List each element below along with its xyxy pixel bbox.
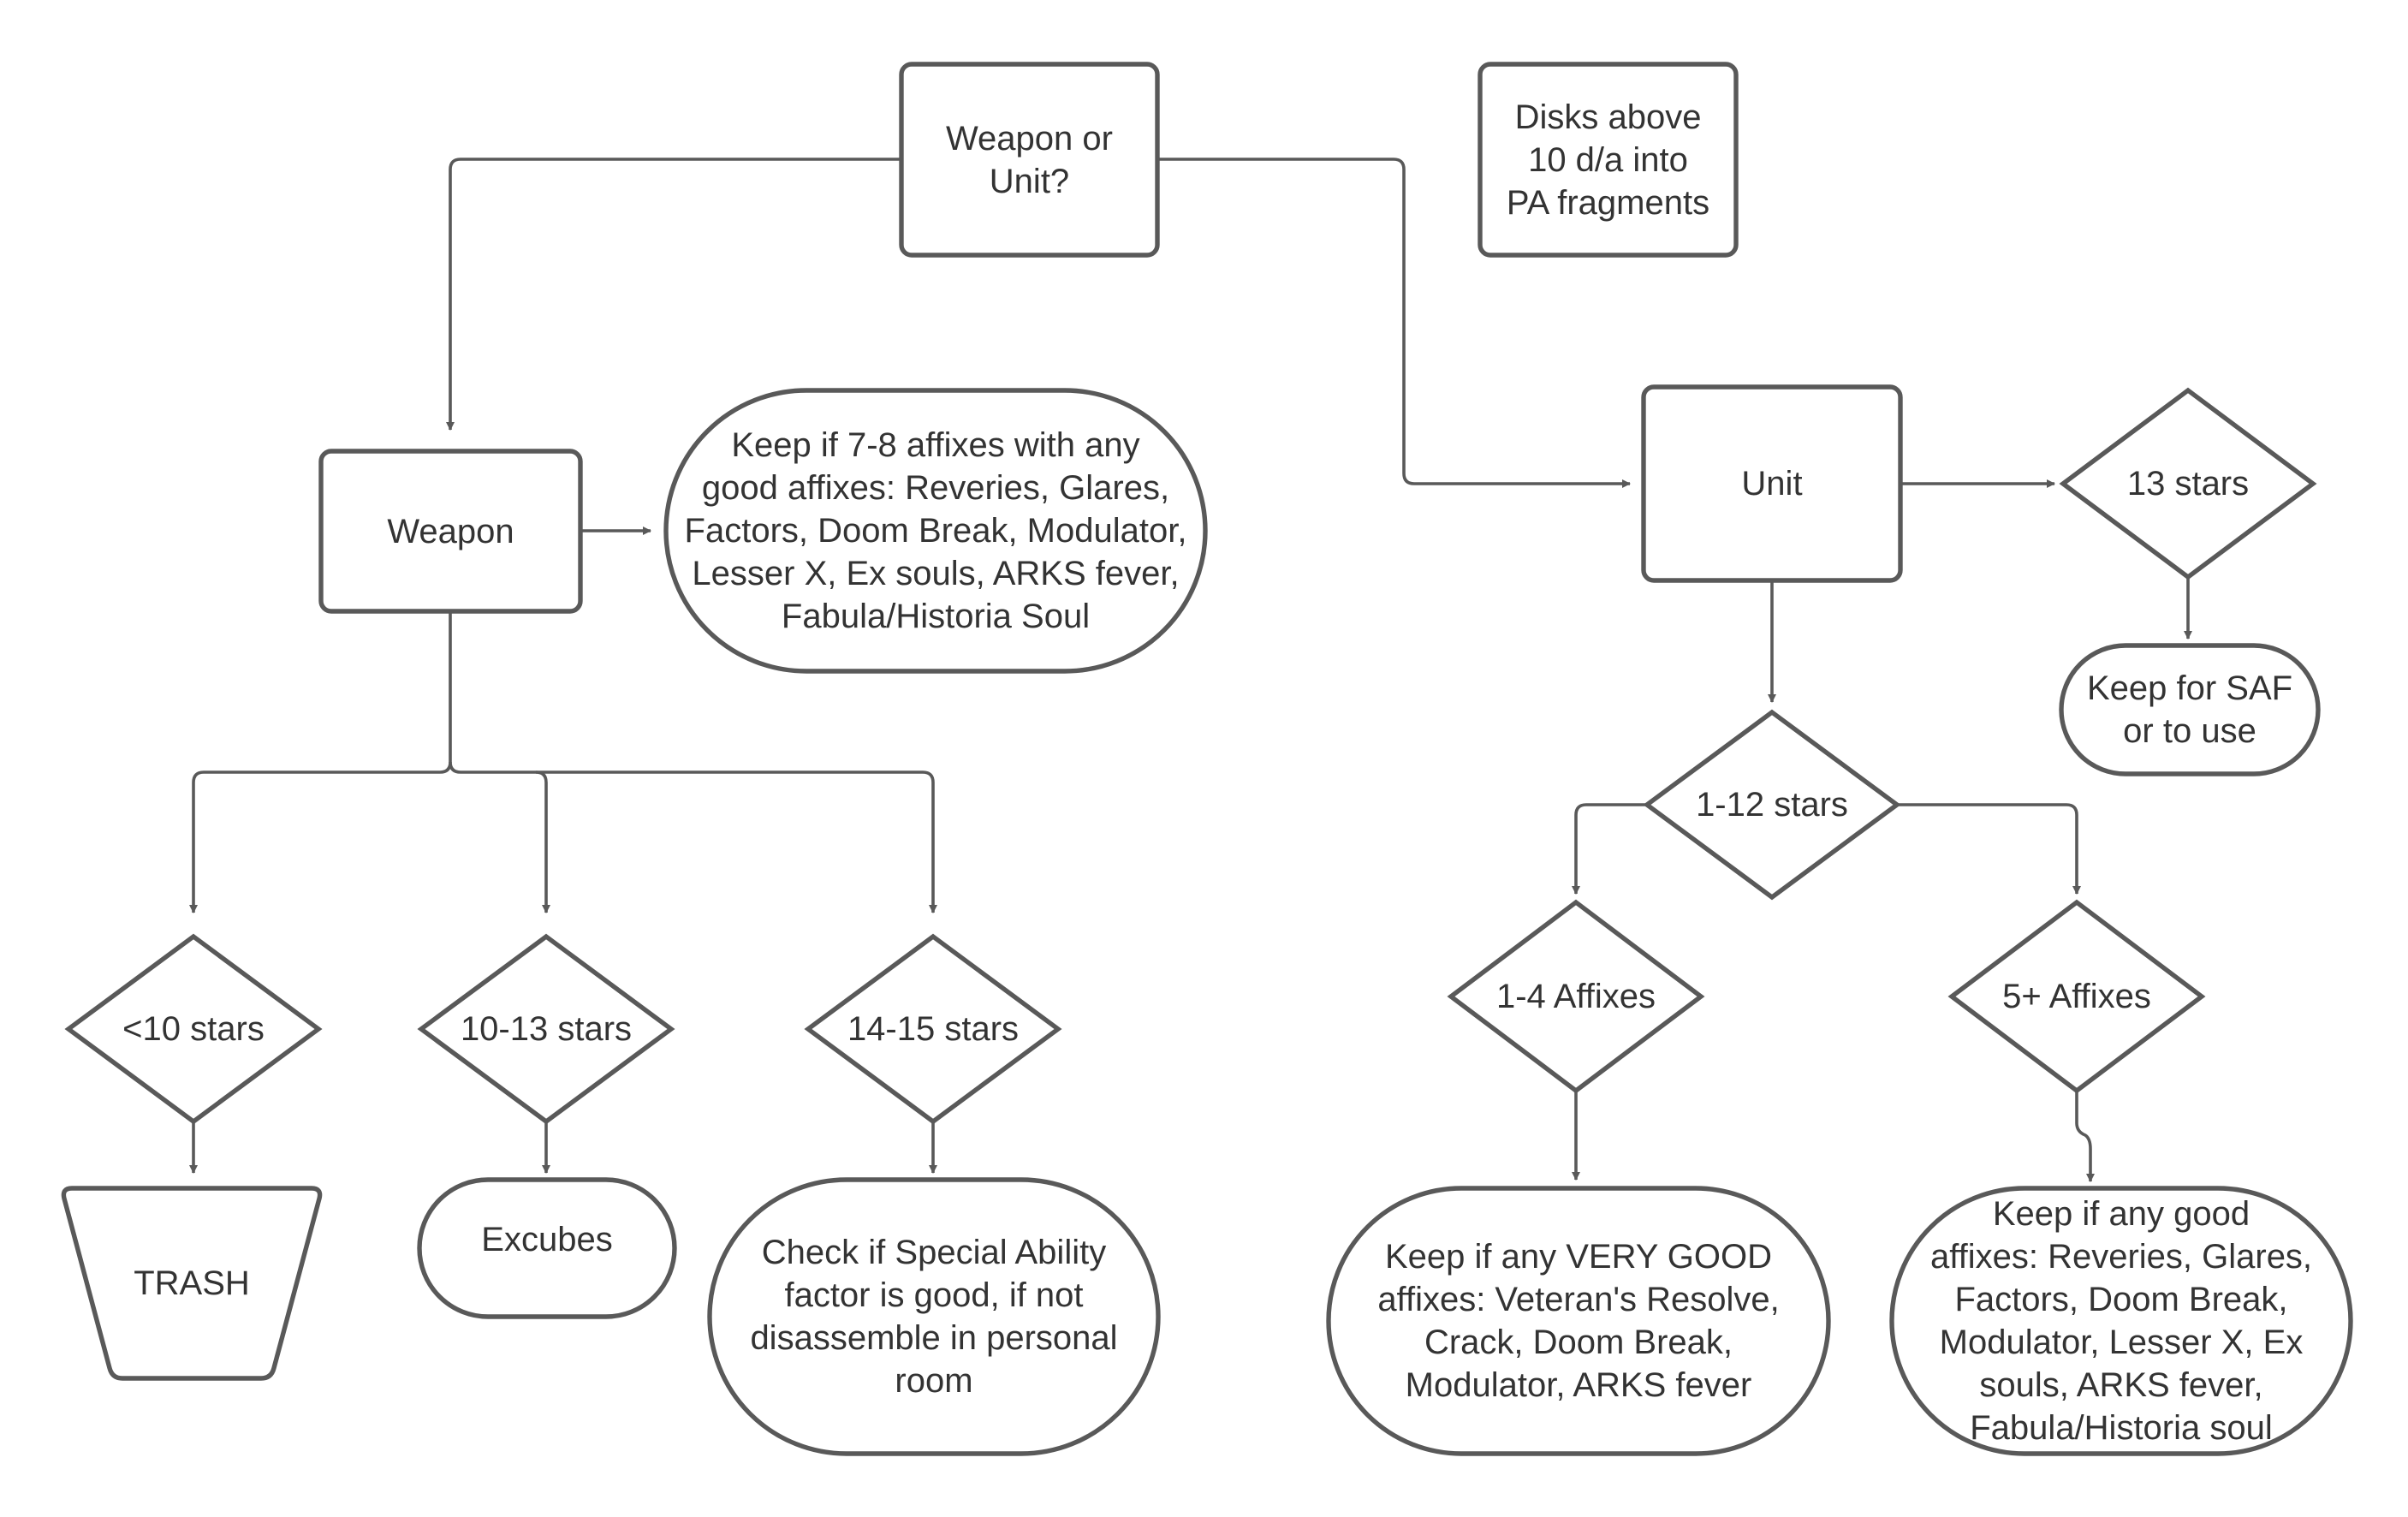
edge-root-to-weapon (446, 158, 901, 431)
edge-weapon-trunk (189, 613, 452, 913)
node-weapon-10-13 (417, 933, 675, 1125)
node-keep-very-good (1326, 1186, 1831, 1456)
node-weapon-14-15 (804, 933, 1062, 1125)
edge-root-to-unit (1157, 158, 1631, 488)
node-special-ability-check (707, 1177, 1161, 1456)
node-unit (1641, 384, 1903, 583)
edge-5plus-to-keep-any-good (2075, 1091, 2095, 1182)
node-unit-1-12 (1643, 709, 1901, 901)
edge-1-12-to-5plus (1895, 803, 2081, 895)
node-unit-13 (2059, 387, 2317, 580)
node-trash (61, 1186, 323, 1381)
node-disks-note (1478, 62, 1739, 258)
node-weapon-keep-affixes (663, 388, 1208, 674)
edge-weapon-to-14-15 (536, 770, 937, 913)
node-affixes-5plus (1947, 899, 2206, 1094)
node-weapon (318, 449, 583, 614)
node-keep-saf (2059, 643, 2321, 776)
node-root (899, 62, 1160, 258)
node-excubes (417, 1177, 677, 1319)
edge-1-12-to-1-4 (1572, 803, 1647, 895)
node-keep-any-good (1889, 1186, 2353, 1456)
node-weapon-lt10 (64, 933, 323, 1125)
edge-weapon-to-10-13 (449, 761, 550, 913)
node-affixes-1-4 (1447, 899, 1705, 1094)
